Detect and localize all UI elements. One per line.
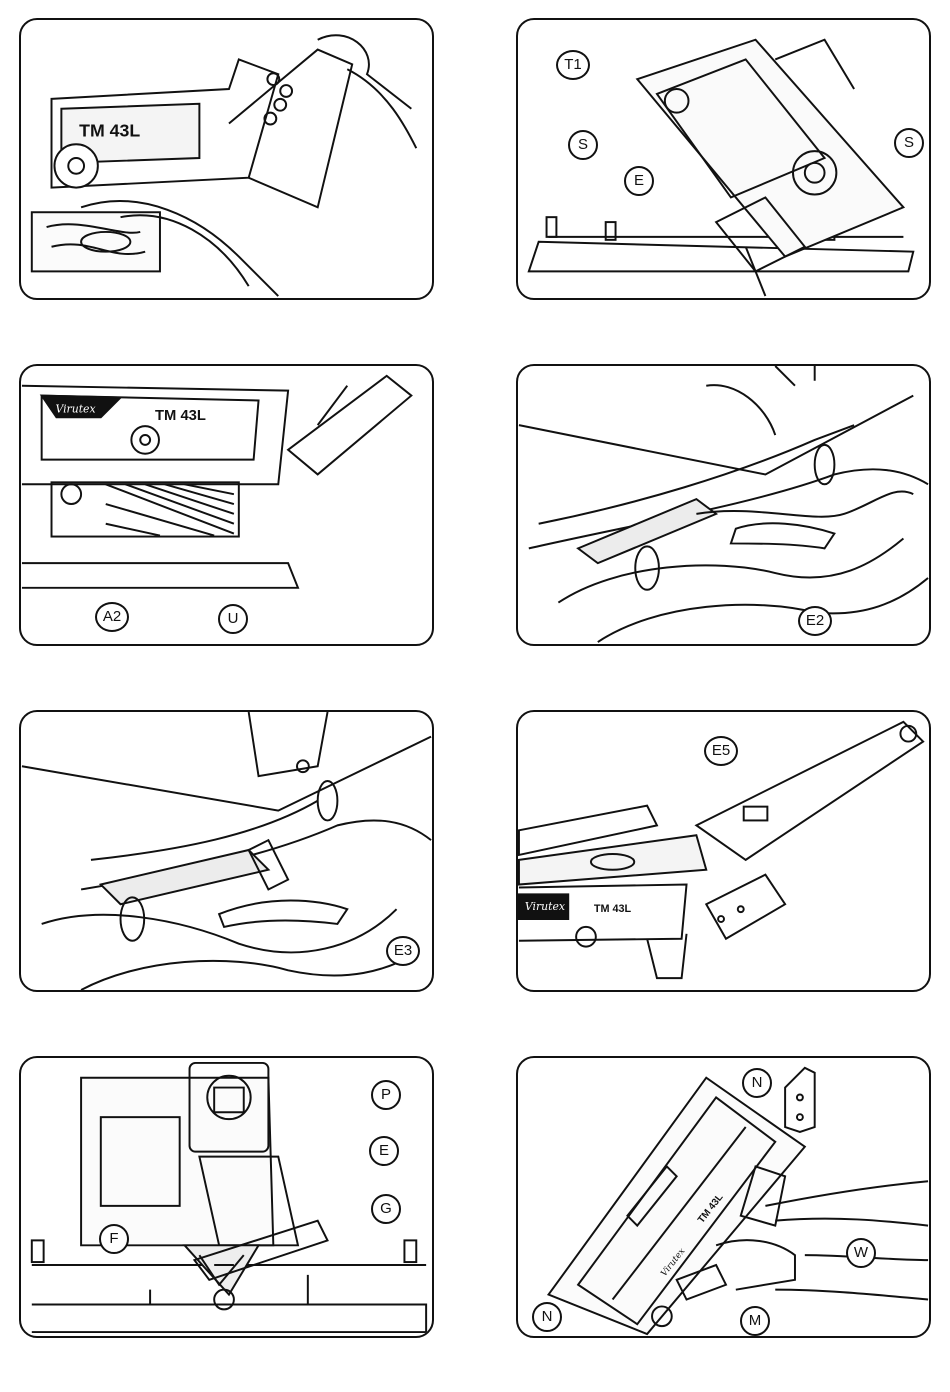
callout-s-left: S [568,130,598,160]
figure-panel-6: Virutex TM 43L E5 [516,710,931,992]
callout-g: G [371,1194,401,1224]
callout-e: E [624,166,654,196]
callout-f: F [99,1224,129,1254]
brand-label: Virutex [55,402,95,415]
callout-w: W [846,1238,876,1268]
callout-e3: E3 [386,936,420,966]
callout-a2: A2 [95,602,129,632]
callout-n-top: N [742,1068,772,1098]
panel-5-drawing [21,712,432,990]
brand-label: Virutex [525,900,565,913]
panel-8-drawing: TM 43L Virutex [518,1058,929,1336]
callout-t1: T1 [556,50,590,80]
model-label: TM 43L [594,903,632,915]
callout-e2: E2 [798,606,832,636]
panel-3-drawing: TM 43L Virutex [21,366,432,644]
figure-panel-7: P E G F [19,1056,434,1338]
figure-panel-8: TM 43L Virutex N W N M [516,1056,931,1338]
callout-p: P [371,1080,401,1110]
callout-n-bottom: N [532,1302,562,1332]
callout-e5: E5 [704,736,738,766]
figure-panel-4: E2 [516,364,931,646]
figure-panel-3: TM 43L Virutex A2 U [19,364,434,646]
model-label: TM 43L [79,120,140,140]
callout-u: U [218,604,248,634]
callout-m: M [740,1306,770,1336]
callout-s-right: S [894,128,924,158]
figure-panel-2: T1 S E S [516,18,931,300]
panel-1-drawing: TM 43L [21,20,432,298]
model-label: TM 43L [155,408,206,424]
figure-panel-5: E3 [19,710,434,992]
callout-e: E [369,1136,399,1166]
panel-4-drawing [518,366,929,644]
panel-7-drawing [21,1058,432,1336]
figure-panel-1: TM 43L [19,18,434,300]
